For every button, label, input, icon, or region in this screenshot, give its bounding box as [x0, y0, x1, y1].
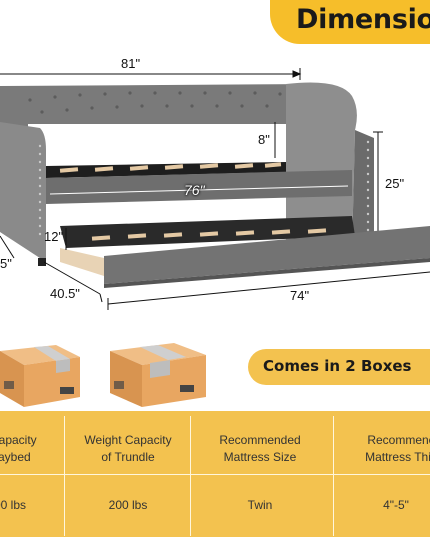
dimension-back-height: 8" — [258, 132, 270, 147]
specs-column-divider — [64, 416, 65, 536]
dimension-trundle-depth: 40.5" — [50, 286, 80, 301]
dimension-line-5 — [0, 235, 15, 259]
dimension-trundle-height: 12" — [44, 229, 64, 244]
dimension-left-edge: 5" — [0, 256, 12, 271]
spec-value-daybed-capacity: 00 lbs — [0, 498, 27, 512]
daybed-front-rail — [46, 170, 352, 204]
spec-value-trundle-capacity: 200 lbs — [108, 498, 148, 512]
daybed-left-arm — [0, 122, 46, 262]
spec-value-mattress-size: Twin — [247, 498, 273, 512]
trundle-front-panel — [104, 226, 430, 284]
specs-column-divider — [333, 416, 334, 536]
page-title: Dimensio — [296, 4, 430, 35]
daybed-slats — [46, 162, 286, 178]
title-banner — [270, 0, 430, 44]
dimension-overall-height: 25" — [385, 176, 405, 191]
boxes-label-pill — [248, 349, 430, 385]
box-icon — [0, 345, 80, 407]
nailhead-trim-left — [38, 144, 42, 236]
dimension-inner-length: 76" — [184, 182, 205, 198]
boxes-label: Comes in 2 Boxes — [263, 357, 412, 375]
dimension-trundle-length: 74" — [290, 288, 310, 303]
backrest-inner — [28, 124, 286, 170]
dimension-line-74 — [107, 271, 430, 310]
dimension-overall-length: 81" — [121, 56, 141, 71]
specs-column-divider — [190, 416, 191, 536]
box-icon — [110, 343, 206, 407]
daybed-illustration — [0, 68, 430, 310]
dimension-line-81 — [0, 68, 302, 80]
dimension-line-40-5 — [43, 261, 103, 303]
dimension-line-25 — [373, 131, 383, 243]
trundle-slats — [91, 228, 327, 241]
specs-row-divider — [0, 474, 430, 475]
daybed-right-arm — [286, 82, 357, 250]
spec-value-mattress-thickness: 4"-5" — [383, 498, 409, 512]
nailhead-trim-right — [366, 140, 370, 232]
trundle-frame-back — [60, 216, 355, 248]
spec-header-daybed-capacity: t CapacityDaybed — [0, 433, 37, 464]
dimension-line-76 — [49, 185, 349, 195]
